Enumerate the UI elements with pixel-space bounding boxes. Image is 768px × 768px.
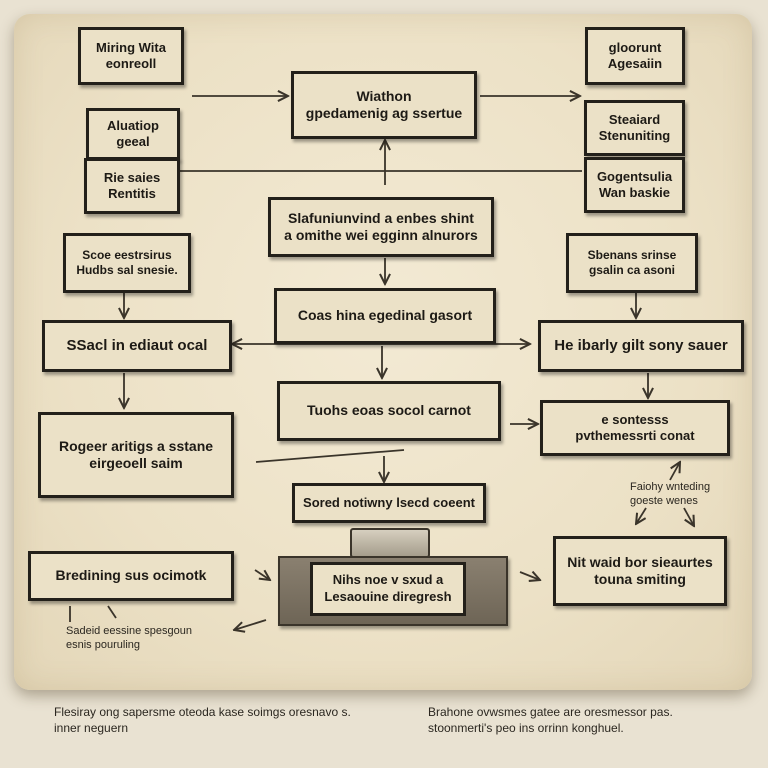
box-text: e sontesss [601,411,669,427]
box-text: Rogeer aritigs a sstane [58,437,214,454]
note-text: Sadeid eessine spesgoun [66,625,192,637]
box-top-left-3: Rie saies Rentitis [84,158,180,214]
box-text: Wiathon [356,87,412,104]
box-text: eirgeoell saim [89,455,183,471]
box-right-4: e sontesss pvthemessrti conat [540,400,730,456]
box-top-left-1: Miring Wita eonreoll [78,27,184,85]
machine-top-illustration [350,528,430,558]
box-text: gpedamenig ag ssertue [305,105,463,121]
box-right-3: He ibarly gilt sony sauer [538,320,744,372]
box-text: SSacl in ediaut ocal [66,336,208,354]
box-top-center: Wiathon gpedamenig ag ssertue [291,71,477,139]
box-left-4: Rogeer aritigs a sstane eirgeoell saim [38,412,234,498]
left-annotation: Sadeid eessine spesgoun esnis pouruling [66,624,192,653]
box-text: Rentitis [108,186,156,201]
box-text: Slafuniunvind a enbes shint [288,209,474,226]
footer-text: stoonmerti's peo ins orrinn konghuel. [428,721,624,736]
box-center-1: Slafuniunvind a enbes shint a omithe wei… [268,197,494,257]
box-text: Sored notiwny lsecd coeent [303,494,475,510]
box-text: Agesaiin [607,56,663,71]
box-center-2: Coas hina egedinal gasort [274,288,496,344]
box-text: Sbenans srinse [587,248,677,262]
footer-text: Flesiray ong sapersme oteoda kase soimgs… [54,705,351,719]
box-left-5: Bredining sus ocimotk [28,551,234,601]
box-text: pvthemessrti conat [575,428,695,443]
box-top-left-2: Aluatiop geeal [86,108,180,160]
note-text: Faiohy wnteding [630,481,711,493]
box-text: Lesaouine diregresh [324,589,452,604]
note-text: goeste wenes [630,495,698,508]
box-text: Coas hina egedinal gasort [297,307,473,324]
box-text: Gogentsulia [596,168,673,184]
box-text: Aluatiop [107,117,159,133]
box-right-5: Nit waid bor sieaurtes touna smiting [553,536,727,606]
box-text: gloorunt [608,39,662,55]
box-text: He ibarly gilt sony sauer [554,336,728,354]
box-text: Steaiard [608,111,661,127]
box-left-3: SSacl in ediaut ocal [42,320,232,372]
box-top-right-1: gloorunt Agesaiin [585,27,685,85]
box-top-right-3: Gogentsulia Wan baskie [584,157,685,213]
footer-text: inner neguern [54,721,129,736]
box-text: Wan baskie [598,185,671,200]
box-text: Miring Wita [96,39,166,55]
machine-label-box: Nihs noe v sxud a Lesaouine diregresh [310,562,466,616]
box-text: Bredining sus ocimotk [55,567,207,584]
box-text: touna smiting [594,571,686,587]
box-top-right-2: Steaiard Stenuniting [584,100,685,156]
box-text: Hudbs sal snesie. [76,263,178,277]
box-text: gsalin ca asoni [588,263,676,277]
box-right-2: Sbenans srinse gsalin ca asoni [566,233,698,293]
box-left-2: Scoe eestrsirus Hudbs sal snesie. [63,233,191,293]
footer-left-caption: Flesiray ong sapersme oteoda kase soimgs… [54,704,351,736]
box-center-4: Sored notiwny lsecd coeent [292,483,486,523]
box-text: a omithe wei egginn alnurors [284,227,478,243]
footer-right-caption: Brahone ovwsmes gatee are oresmessor pas… [428,704,673,736]
note-text: esnis pouruling [66,639,140,652]
box-text: Stenuniting [598,128,671,143]
footer-text: Brahone ovwsmes gatee are oresmessor pas… [428,705,673,719]
box-text: Nit waid bor sieaurtes [567,553,713,570]
box-text: Nihs noe v sxud a [332,572,444,588]
box-text: eonreoll [105,56,157,71]
box-center-3: Tuohs eoas socol carnot [277,381,501,441]
box-text: geeal [116,134,150,149]
box-text: Tuohs eoas socol carnot [307,402,471,419]
box-text: Rie saies [103,169,161,185]
right-annotation: Faiohy wnteding goeste wenes [630,480,710,509]
box-text: Scoe eestrsirus [82,248,172,262]
